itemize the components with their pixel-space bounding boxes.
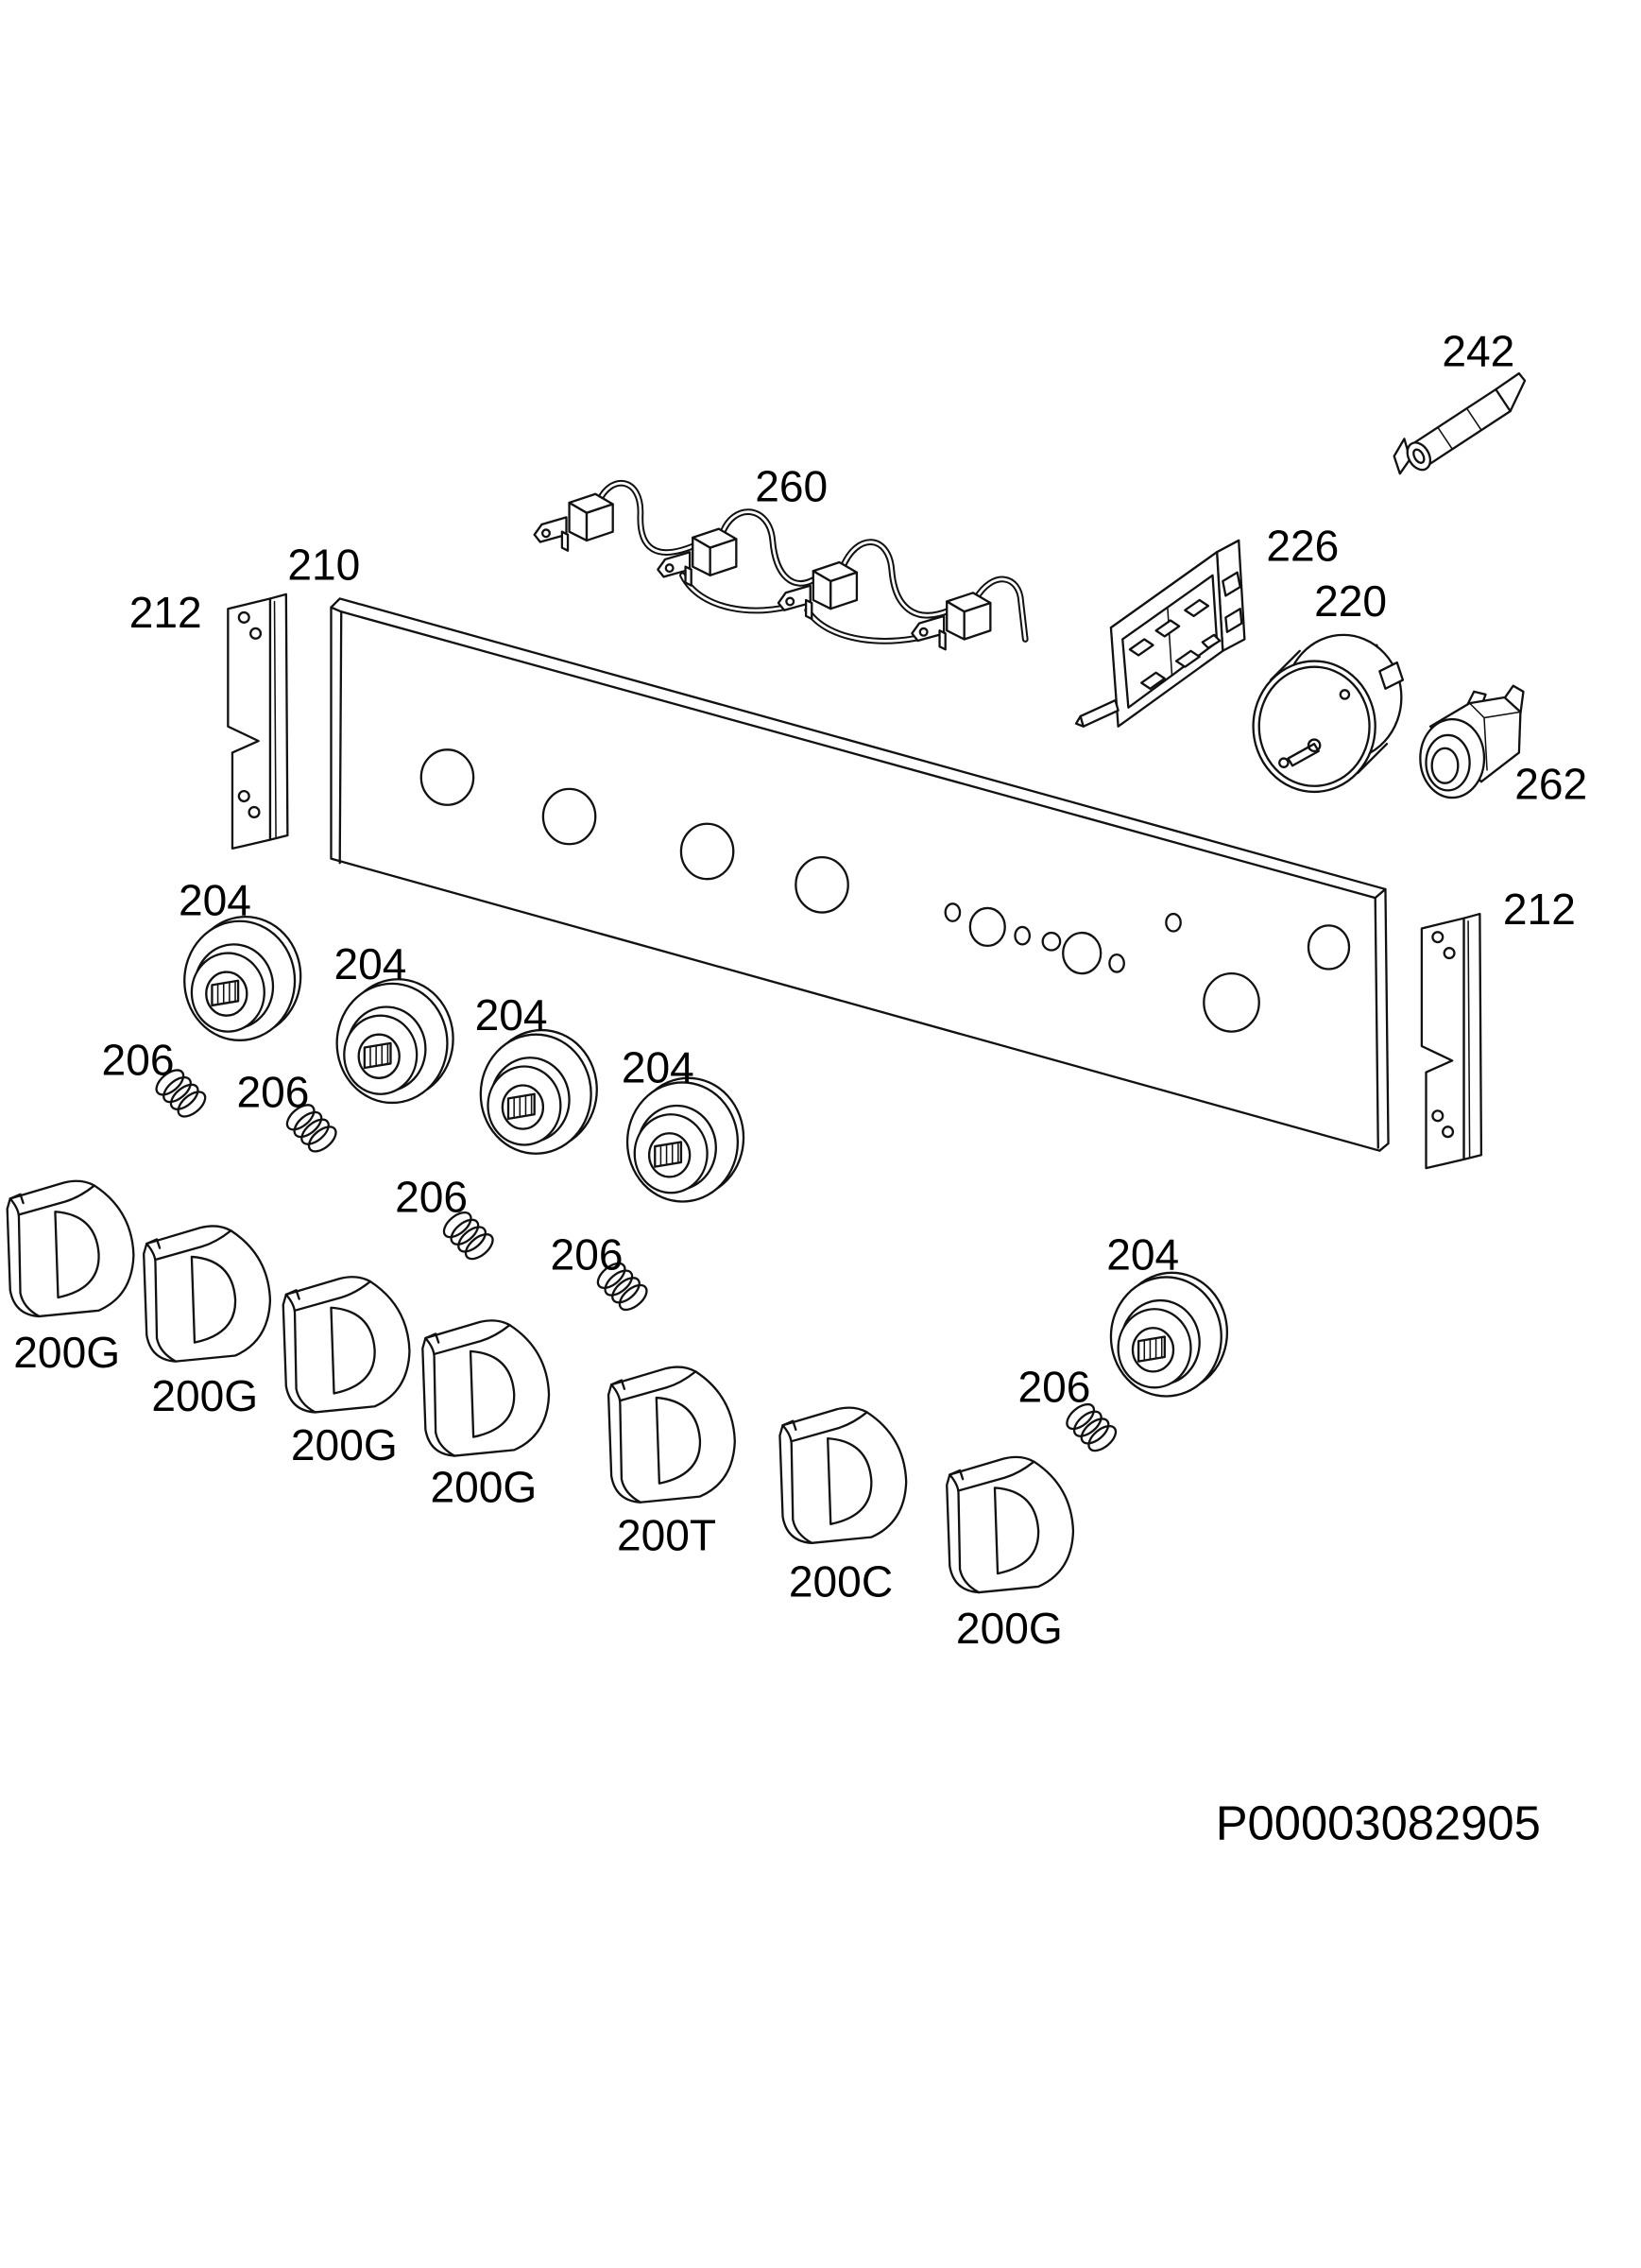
- callout-label: 206: [102, 1036, 175, 1085]
- callout-label: 204: [622, 1042, 694, 1091]
- callout-label: 210: [287, 540, 360, 589]
- callout-label: 204: [1106, 1230, 1179, 1280]
- panel-small-holes: [944, 902, 1182, 973]
- control-knob: [946, 1455, 1075, 1594]
- callout-label: 200T: [617, 1510, 716, 1559]
- knob-bezel: [625, 1076, 745, 1203]
- callout-label: 200G: [13, 1328, 120, 1377]
- component-226: [1074, 539, 1246, 728]
- callout-label: 200G: [430, 1463, 537, 1512]
- callout-label: 226: [1266, 521, 1339, 570]
- drawing-number: P00003082905: [1216, 1796, 1541, 1849]
- callout-label: 200G: [956, 1604, 1063, 1653]
- callout-label: 204: [475, 990, 548, 1040]
- harness-switch: [657, 527, 738, 587]
- harness-switch: [533, 492, 614, 552]
- panel-control-holes: [968, 906, 1351, 975]
- callout-label: 206: [237, 1068, 310, 1117]
- callout-label: 206: [551, 1230, 624, 1280]
- callout-label: 262: [1514, 760, 1587, 809]
- callout-label: 242: [1442, 326, 1514, 375]
- panel-knob-holes: [419, 748, 1260, 1033]
- callout-label: 212: [129, 588, 202, 637]
- control-knob: [143, 1225, 272, 1363]
- side-bracket-right: [1420, 912, 1483, 1170]
- callout-label: 204: [179, 876, 251, 925]
- callout-label: 260: [755, 461, 828, 510]
- control-panel-210: [330, 597, 1390, 1152]
- side-bracket-left: [227, 593, 289, 850]
- knob-bezel: [183, 915, 302, 1041]
- component-242: [1393, 371, 1527, 475]
- component-220: [1252, 633, 1405, 794]
- callout-label: 200G: [291, 1420, 398, 1469]
- harness-switch: [777, 560, 859, 621]
- callout-label: 206: [1018, 1363, 1091, 1412]
- callout-label: 200G: [151, 1371, 258, 1420]
- knob-bezel: [335, 978, 454, 1105]
- control-knob: [282, 1276, 411, 1414]
- callout-label: 212: [1503, 885, 1576, 934]
- component-262: [1419, 684, 1525, 799]
- control-knob: [6, 1179, 135, 1318]
- callout-label: 204: [334, 939, 407, 988]
- callout-labels: 242 260 226 210 212 220 262 212 204 204 …: [13, 326, 1587, 1652]
- callout-label: 220: [1314, 576, 1387, 626]
- callout-label: 200C: [789, 1557, 893, 1606]
- harness-switch: [911, 592, 992, 651]
- callout-label: 206: [395, 1172, 468, 1221]
- wiring-harness-260: [533, 479, 1029, 651]
- knob-bezel: [1109, 1271, 1229, 1398]
- control-knob: [607, 1366, 736, 1503]
- control-knob: [778, 1406, 908, 1544]
- knob-bezel: [479, 1028, 598, 1155]
- control-knob: [421, 1319, 551, 1457]
